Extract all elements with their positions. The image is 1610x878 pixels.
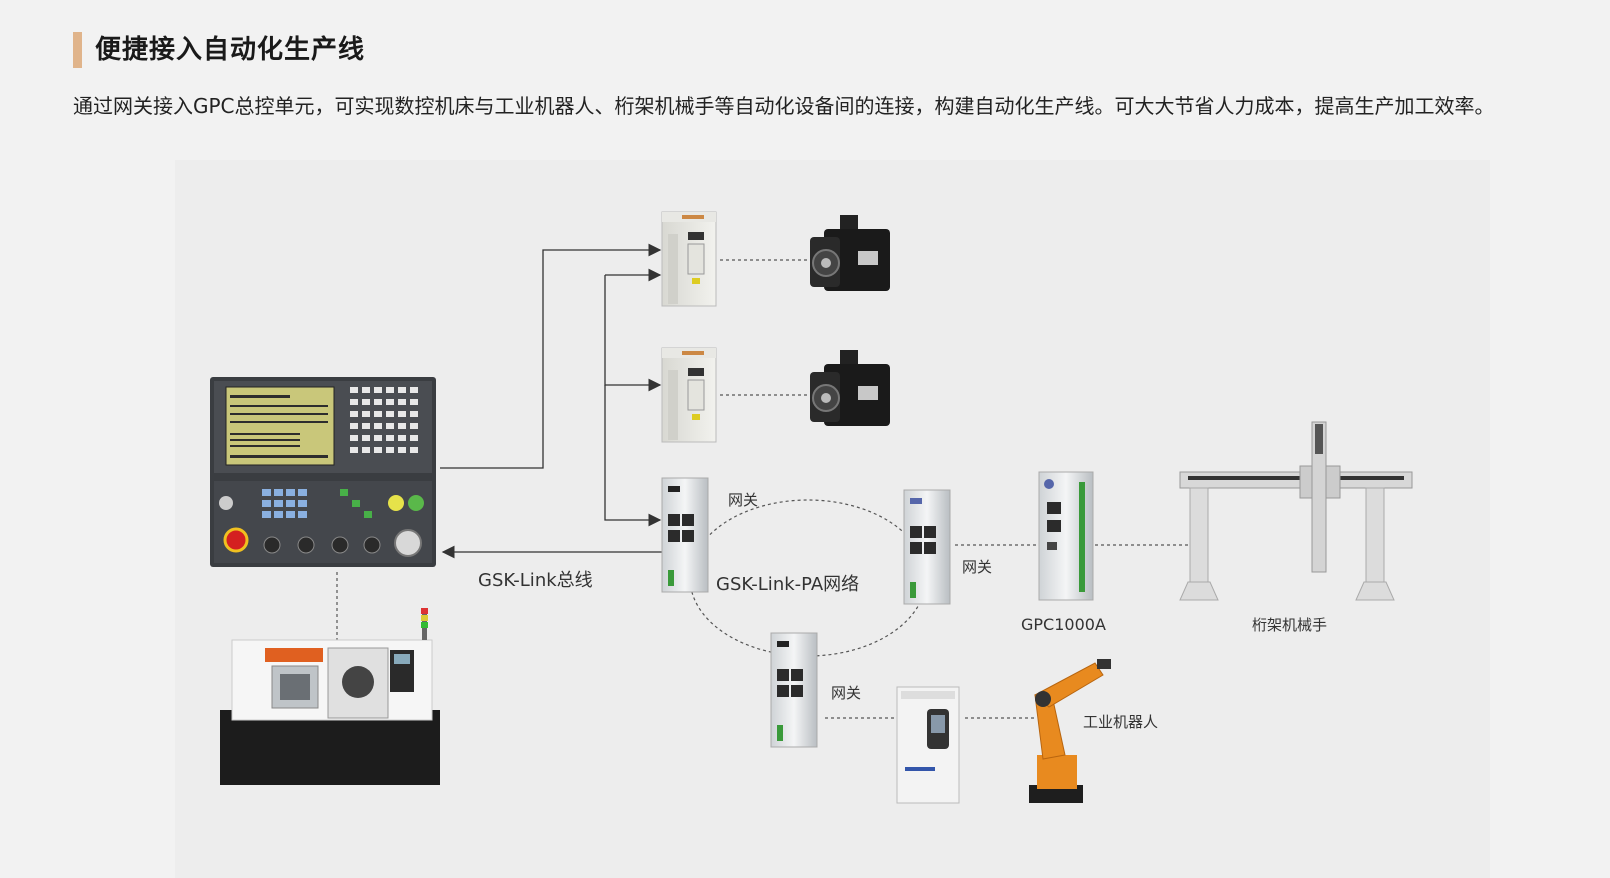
cnc-to-servo-line	[440, 243, 662, 469]
servo-drive-2	[661, 347, 717, 443]
gateway-label-3: 网关	[831, 684, 861, 702]
gantry-manipulator	[1179, 421, 1413, 601]
gateway-label-2: 网关	[962, 558, 992, 576]
bus-label: GSK-Link总线	[478, 570, 593, 591]
gateway-device-1	[661, 477, 709, 593]
branch-gateway	[604, 385, 662, 527]
section-title: 便捷接入自动化生产线	[95, 35, 366, 65]
robot-label: 工业机器人	[1083, 713, 1158, 731]
network-diagram: 网关 网关 网关 GSK-Link总线 GSK-Link-PA网络 GPC100…	[175, 160, 1490, 878]
servo-drive-1	[661, 211, 717, 307]
gpc1000a-unit	[1038, 471, 1094, 601]
cnc-controller	[210, 377, 436, 567]
servo-motor-1	[810, 215, 890, 291]
gateway-device-3	[770, 632, 818, 748]
connection-lines	[440, 243, 665, 559]
title-accent-bar	[73, 32, 82, 68]
gateway-device-2	[903, 489, 951, 605]
gpc-label: GPC1000A	[1021, 615, 1106, 634]
cnc-lathe-machine	[220, 608, 440, 785]
robot-controller-cabinet	[896, 686, 960, 804]
gateway-label-1: 网关	[728, 491, 758, 509]
servo-motor-2	[810, 350, 890, 426]
gantry-label: 桁架机械手	[1252, 616, 1327, 634]
network-label: GSK-Link-PA网络	[716, 574, 859, 595]
branch-servo-2	[604, 275, 662, 392]
section-description: 通过网关接入GPC总控单元，可实现数控机床与工业机器人、桁架机械手等自动化设备间…	[73, 94, 1495, 118]
industrial-robot	[1029, 659, 1111, 803]
